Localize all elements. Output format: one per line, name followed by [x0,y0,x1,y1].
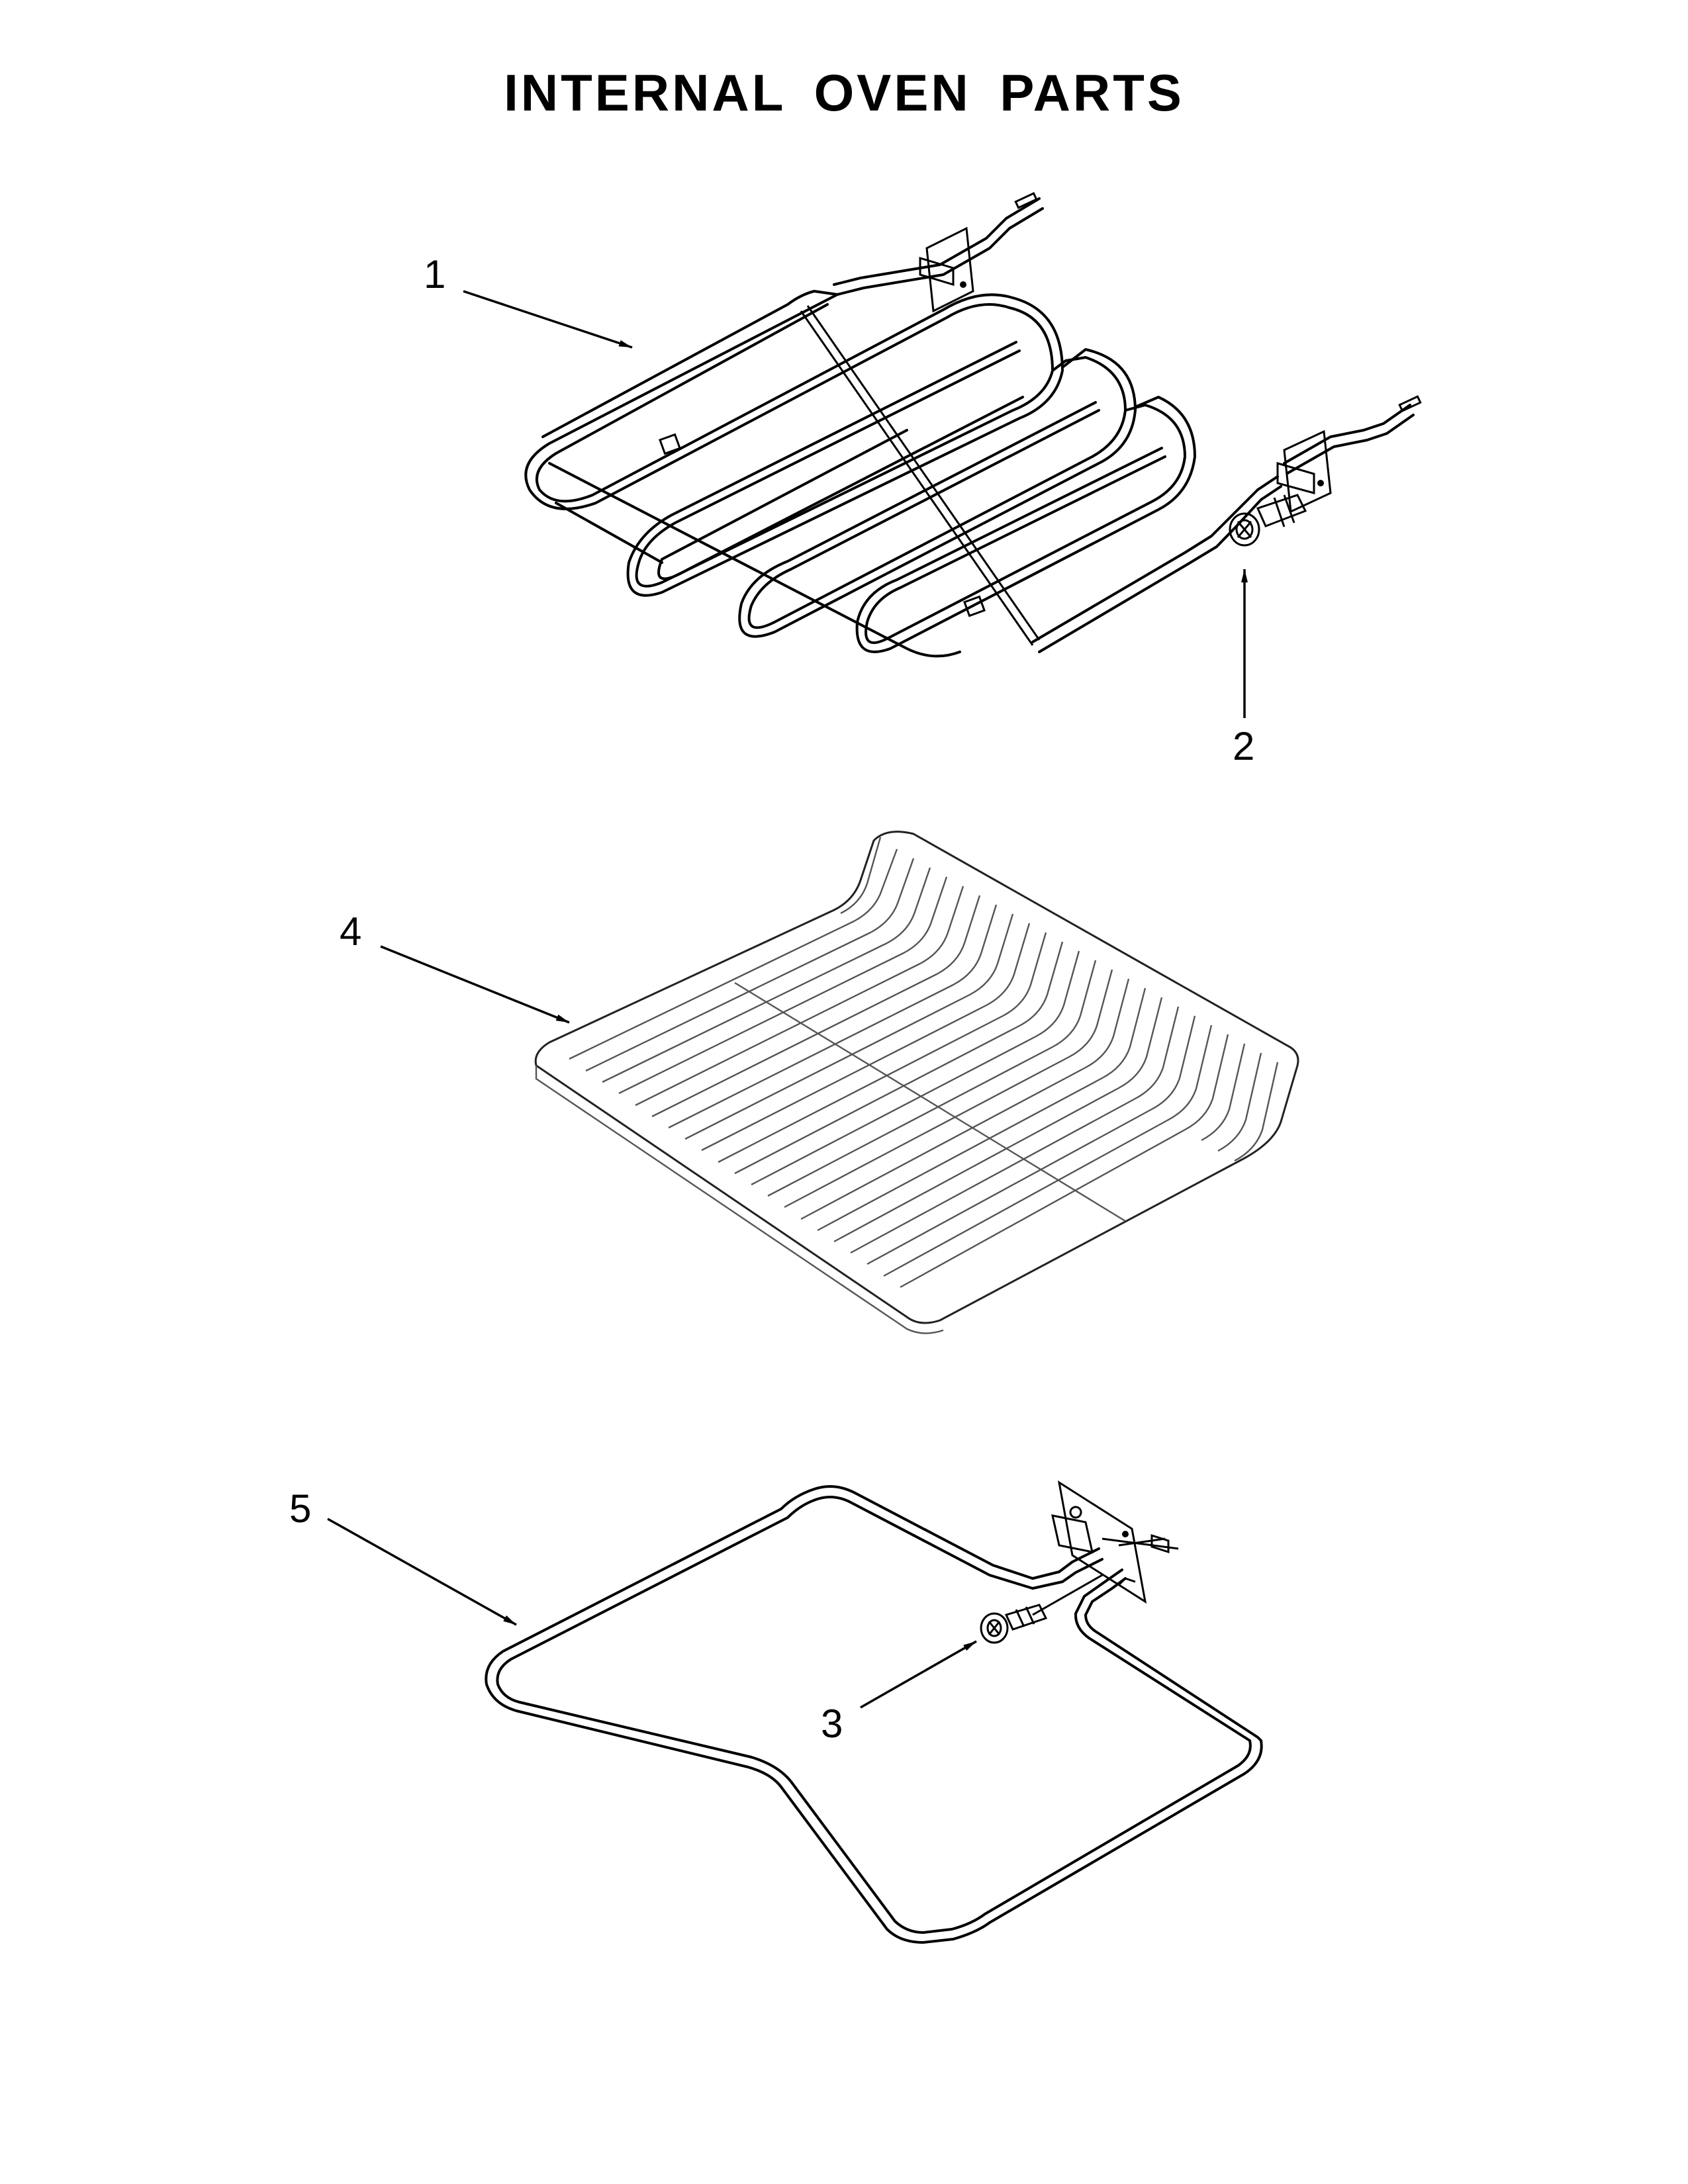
page-title: INTERNAL OVEN PARTS [504,64,1184,122]
leader-1 [463,290,633,349]
callout-4: 4 [340,909,361,954]
leader-5 [327,1518,517,1626]
element-screw-lower [980,1574,1103,1644]
callout-5: 5 [289,1486,311,1531]
bake-element [485,1480,1263,1944]
callout-2: 2 [1233,724,1254,768]
oven-rack [534,831,1299,1334]
broil-element [524,192,1422,658]
leader-3 [860,1640,977,1709]
element-screw-upper [1229,494,1307,547]
callout-1: 1 [424,252,445,296]
callout-3: 3 [821,1702,843,1746]
leader-4 [380,945,570,1024]
